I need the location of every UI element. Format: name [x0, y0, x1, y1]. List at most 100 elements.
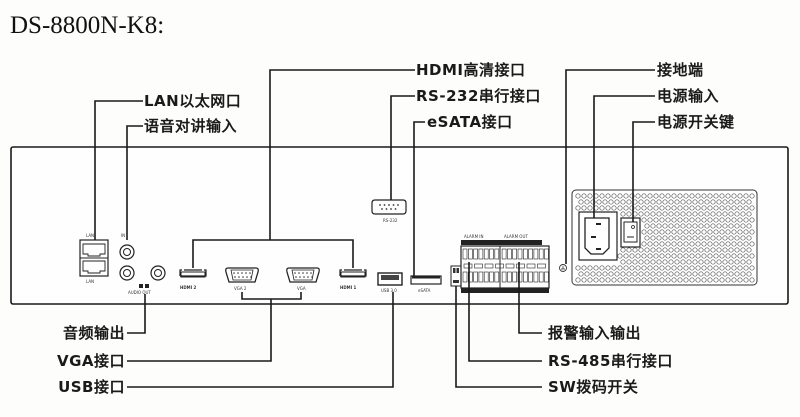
vent-hole: [662, 199, 668, 205]
alarm-in-label: ALARM IN: [464, 234, 483, 239]
callout-lines-top: [94, 69, 655, 276]
vent-hole: [737, 265, 743, 271]
vent-hole: [746, 235, 752, 241]
vent-hole: [731, 265, 737, 271]
vent-hole: [707, 205, 713, 211]
terminal-screw: [484, 263, 494, 269]
vent-hole: [737, 241, 743, 247]
vent-hole: [683, 241, 689, 247]
alarm-terminal-block[interactable]: [460, 240, 550, 293]
terminal-pin: [517, 271, 523, 283]
lan-port[interactable]: [79, 239, 109, 277]
vent-hole: [614, 271, 620, 277]
vent-hole: [695, 253, 701, 259]
vent-hole: [704, 223, 710, 229]
vent-hole: [635, 193, 641, 199]
vent-hole: [716, 235, 722, 241]
vent-hole: [575, 265, 581, 271]
esata-port[interactable]: [410, 275, 442, 285]
vent-hole: [689, 265, 695, 271]
terminal-pin: [522, 248, 528, 260]
vga2-port[interactable]: [225, 267, 259, 283]
callout-line-lan: [94, 100, 143, 240]
vent-hole: [689, 229, 695, 235]
vent-hole: [647, 205, 653, 211]
audio-in-jack[interactable]: [119, 244, 135, 260]
vent-hole: [671, 265, 677, 271]
label-ground: 接地端: [657, 61, 704, 79]
vent-hole: [746, 223, 752, 229]
label-power-switch: 电源开关键: [657, 113, 735, 131]
terminal-pin: [501, 271, 507, 283]
vent-hole: [674, 259, 680, 265]
label-hdmi: HDMI高清接口: [416, 61, 526, 79]
vent-hole: [608, 271, 614, 277]
vent-hole: [689, 217, 695, 223]
vent-hole: [575, 205, 581, 211]
vent-hole: [632, 259, 638, 265]
vent-hole: [641, 217, 647, 223]
vent-hole: [665, 253, 671, 259]
vent-hole: [686, 247, 692, 253]
power-input-socket[interactable]: [578, 211, 618, 261]
vent-hole: [590, 199, 596, 205]
vent-hole: [629, 193, 635, 199]
vent-hole: [722, 199, 728, 205]
terminal-screw: [463, 263, 473, 269]
vent-hole: [695, 229, 701, 235]
vent-hole: [665, 265, 671, 271]
vent-hole: [719, 277, 725, 283]
vent-hole: [638, 259, 644, 265]
vent-hole: [728, 259, 734, 265]
power-switch[interactable]: [620, 217, 641, 248]
terminal-pin: [483, 248, 489, 260]
vent-hole: [611, 265, 617, 271]
vent-hole: [683, 277, 689, 283]
vent-hole: [704, 271, 710, 277]
ground-terminal[interactable]: [559, 264, 567, 272]
vent-hole: [671, 253, 677, 259]
vent-hole: [740, 223, 746, 229]
terminal-pin: [544, 271, 549, 283]
hdmi1-port[interactable]: [339, 269, 367, 278]
audio-out-jack[interactable]: [119, 265, 166, 281]
terminal-pin: [507, 271, 512, 283]
callout-line-power-in: [593, 95, 655, 218]
vent-hole: [680, 235, 686, 241]
hdmi2-label: HDMI 2: [180, 285, 197, 290]
hdmi2-port[interactable]: [179, 269, 207, 278]
vent-hole: [599, 277, 605, 283]
vent-hole: [710, 271, 716, 277]
vent-hole: [680, 247, 686, 253]
vent-hole: [635, 253, 641, 259]
vent-hole: [641, 253, 647, 259]
vent-hole: [581, 193, 587, 199]
vent-hole: [740, 247, 746, 253]
terminal-screw: [505, 263, 515, 269]
vent-hole: [617, 265, 623, 271]
vent-hole: [623, 253, 629, 259]
rs232-port[interactable]: [371, 199, 407, 215]
vent-hole: [713, 241, 719, 247]
vent-hole: [737, 205, 743, 211]
vent-hole: [659, 253, 665, 259]
vent-hole: [656, 211, 662, 217]
vent-hole: [626, 199, 632, 205]
vga1-port[interactable]: [286, 267, 320, 283]
terminal-screw: [474, 263, 483, 269]
terminal-pin: [544, 248, 549, 260]
audio-in-label: IN: [121, 233, 125, 238]
page-title: DS-8800N-K8:: [10, 12, 165, 39]
vent-hole: [713, 277, 719, 283]
vent-hole: [662, 259, 668, 265]
vent-hole: [620, 259, 626, 265]
vent-hole: [728, 223, 734, 229]
label-lan-port: LAN以太网口: [144, 92, 242, 110]
vent-hole: [740, 235, 746, 241]
vent-hole: [626, 247, 632, 253]
callout-line-hdmi: [269, 69, 415, 240]
vent-hole: [665, 205, 671, 211]
vent-hole: [662, 211, 668, 217]
vent-hole: [578, 271, 584, 277]
usb-port[interactable]: [377, 272, 403, 286]
